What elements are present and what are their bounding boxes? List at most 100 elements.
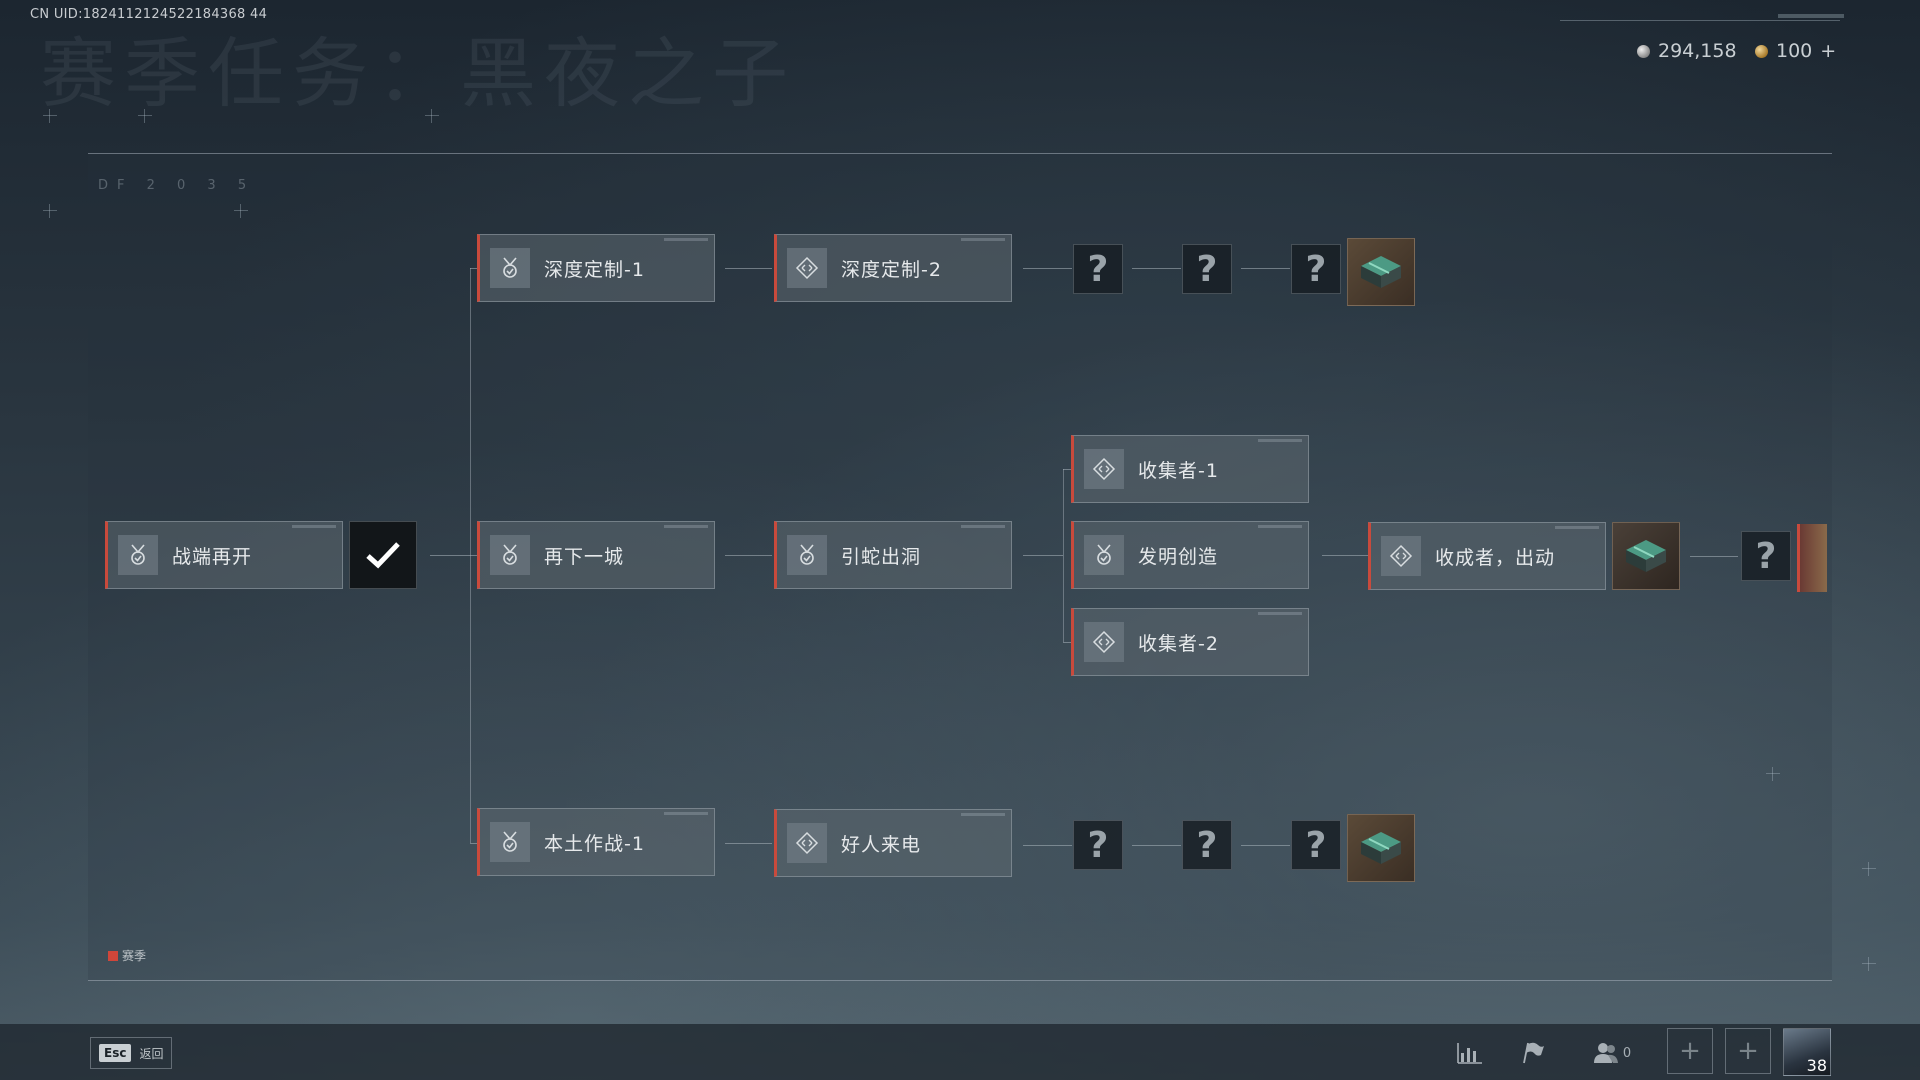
legend: 赛季 <box>108 947 146 964</box>
connector <box>1132 268 1181 269</box>
task-node-haoren[interactable]: 好人来电 <box>774 809 1012 877</box>
connector <box>470 843 478 844</box>
task-label: 发明创造 <box>1138 545 1219 568</box>
crate-icon <box>1361 256 1401 288</box>
deco-cross <box>43 204 57 218</box>
connector <box>1132 845 1181 846</box>
top-divider <box>1560 20 1840 21</box>
node-deco <box>1258 612 1302 615</box>
task-node-shouji1[interactable]: 收集者-1 <box>1071 435 1309 503</box>
gold-currency[interactable]: 100 + <box>1755 40 1836 62</box>
uid-label: CN UID:1824112124522184368 44 <box>30 7 268 22</box>
diamond-arrows-icon <box>787 248 827 288</box>
deco-cross <box>1766 767 1780 781</box>
node-deco <box>292 525 336 528</box>
task-label: 再下一城 <box>544 545 625 568</box>
node-deco <box>664 812 708 815</box>
player-avatar[interactable]: 38 <box>1783 1028 1831 1076</box>
medal-icon <box>787 535 827 575</box>
legend-label: 赛季 <box>122 949 147 963</box>
task-node-faming[interactable]: 发明创造 <box>1071 521 1309 589</box>
diamond-arrows-icon <box>1084 449 1124 489</box>
task-label: 深度定制-1 <box>544 258 645 281</box>
medal-icon <box>490 535 530 575</box>
medal-icon <box>490 248 530 288</box>
connector <box>1063 469 1071 470</box>
stats-button[interactable] <box>1450 1037 1490 1069</box>
deco-cross <box>1862 862 1876 876</box>
node-deco <box>961 238 1005 241</box>
node-deco <box>961 813 1005 816</box>
locked-task[interactable]: ? <box>1073 820 1123 870</box>
crate-icon <box>1361 832 1401 864</box>
party-slot[interactable]: + <box>1667 1028 1713 1074</box>
task-label: 本土作战-1 <box>544 832 645 855</box>
connector <box>1023 555 1063 556</box>
node-deco <box>664 238 708 241</box>
task-node-shouji2[interactable]: 收集者-2 <box>1071 608 1309 676</box>
locked-task[interactable]: ? <box>1291 820 1341 870</box>
connector <box>1023 268 1072 269</box>
reward-crate[interactable] <box>1347 238 1415 306</box>
party-slot[interactable]: + <box>1725 1028 1771 1074</box>
locked-task[interactable]: ? <box>1741 531 1791 581</box>
offscreen-reward[interactable] <box>1797 524 1827 592</box>
top-divider-accent <box>1778 14 1844 18</box>
connector <box>470 555 478 556</box>
node-deco <box>1258 525 1302 528</box>
locked-task[interactable]: ? <box>1182 820 1232 870</box>
gold-amount: 100 <box>1776 40 1813 62</box>
checkmark-icon <box>366 542 400 569</box>
completed-reward[interactable] <box>349 521 417 589</box>
season-title: 赛季任务：黑夜之子 <box>40 29 796 118</box>
diamond-arrows-icon <box>1381 536 1421 576</box>
friends-button[interactable]: 0 <box>1588 1037 1636 1069</box>
friends-count: 0 <box>1622 1045 1632 1061</box>
deco-cross <box>1862 957 1876 971</box>
connector <box>725 268 772 269</box>
esc-key: Esc <box>99 1044 132 1062</box>
legend-swatch <box>108 950 118 961</box>
node-deco <box>1258 439 1302 442</box>
node-deco <box>664 525 708 528</box>
medal-icon <box>490 822 530 862</box>
gold-add-button[interactable]: + <box>1820 40 1837 62</box>
connector <box>430 555 470 556</box>
flag-button[interactable] <box>1513 1037 1553 1069</box>
connector <box>1023 845 1072 846</box>
connector <box>1063 642 1071 643</box>
deco-cross <box>234 204 248 218</box>
connector <box>725 555 772 556</box>
task-label: 深度定制-2 <box>841 258 942 281</box>
reward-crate[interactable] <box>1612 522 1680 590</box>
silver-amount: 294,158 <box>1658 40 1737 62</box>
locked-task[interactable]: ? <box>1073 244 1123 294</box>
task-node-shendu1[interactable]: 深度定制-1 <box>477 234 715 302</box>
diamond-arrows-icon <box>787 823 827 863</box>
task-label: 好人来电 <box>841 833 922 856</box>
deco-cross <box>43 109 57 123</box>
task-label: 收成者，出动 <box>1435 546 1556 569</box>
task-label: 收集者-1 <box>1138 459 1219 482</box>
reward-crate[interactable] <box>1347 814 1415 882</box>
back-label: 返回 <box>139 1046 164 1061</box>
back-button[interactable]: Esc 返回 <box>90 1037 172 1069</box>
task-node-yinshe[interactable]: 引蛇出洞 <box>774 521 1012 589</box>
connector <box>1241 268 1290 269</box>
medal-icon <box>118 535 158 575</box>
task-node-zhanduan[interactable]: 战端再开 <box>105 521 343 589</box>
locked-task[interactable]: ? <box>1182 244 1232 294</box>
task-label: 收集者-2 <box>1138 632 1219 655</box>
task-node-shendu2[interactable]: 深度定制-2 <box>774 234 1012 302</box>
task-node-zaixia[interactable]: 再下一城 <box>477 521 715 589</box>
connector <box>1063 469 1064 642</box>
task-node-bentu[interactable]: 本土作战-1 <box>477 808 715 876</box>
task-node-shoucheng[interactable]: 收成者，出动 <box>1368 522 1606 590</box>
connector <box>470 268 478 269</box>
connector <box>725 843 772 844</box>
board-code: DF 2 0 3 5 <box>98 178 256 193</box>
connector <box>1241 845 1290 846</box>
gold-coin-icon <box>1755 44 1768 58</box>
diamond-arrows-icon <box>1084 622 1124 662</box>
locked-task[interactable]: ? <box>1291 244 1341 294</box>
